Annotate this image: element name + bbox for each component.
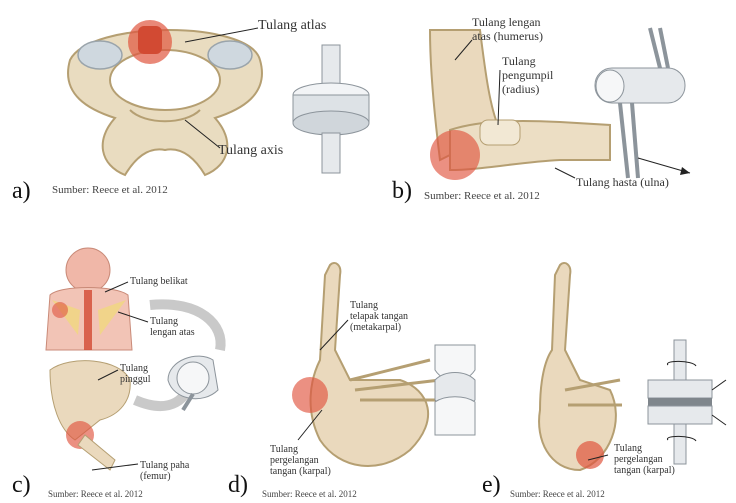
label-pinggul-1: Tulang	[120, 363, 148, 374]
label-karpal-d-1: Tulang	[270, 444, 298, 455]
label-tulang-axis: Tulang axis	[218, 144, 283, 157]
panel-a: Tulang atlas Tulang axis a) Sumber: Reec…	[0, 0, 360, 215]
label-humerus-1: Tulang lengan	[472, 16, 541, 29]
label-karpal-d-3: tangan (karpal)	[270, 466, 331, 477]
panel-c: Tulang belikat Tulang lengan atas Tulang…	[0, 240, 250, 503]
panel-letter-e: e)	[482, 472, 501, 499]
label-ulna: Tulang hasta (ulna)	[576, 176, 669, 189]
label-karpal-e-2: pergelangan	[614, 454, 663, 465]
label-metakarpal-3: (metakarpal)	[350, 322, 401, 333]
label-radius-2: pengumpil	[502, 69, 553, 82]
source-e: Sumber: Reece et al. 2012	[510, 489, 605, 499]
label-karpal-e-3: tangan (karpal)	[614, 465, 675, 476]
label-belikat: Tulang belikat	[130, 276, 188, 287]
label-metakarpal-1: Tulang	[350, 300, 378, 311]
label-radius-3: (radius)	[502, 83, 539, 96]
source-b: Sumber: Reece et al. 2012	[424, 190, 540, 202]
label-metakarpal-2: telapak tangan	[350, 311, 408, 322]
panel-letter-c: c)	[12, 472, 31, 499]
panel-letter-d: d)	[228, 472, 248, 499]
source-c: Sumber: Reece et al. 2012	[48, 489, 143, 499]
panel-e: Tulang pergelangan tangan (karpal) e) Su…	[480, 240, 736, 503]
label-karpal-e-1: Tulang	[614, 443, 642, 454]
pointer-lines-b	[380, 0, 736, 215]
label-karpal-d-2: pergelangan	[270, 455, 319, 466]
label-radius-1: Tulang	[502, 55, 536, 68]
source-a: Sumber: Reece et al. 2012	[52, 184, 168, 196]
panel-letter-b: b)	[392, 178, 412, 205]
label-pinggul-2: pinggul	[120, 374, 151, 385]
panel-letter-a: a)	[12, 178, 31, 205]
label-femur-1: Tulang paha	[140, 460, 189, 471]
label-humerus-2: atas (humerus)	[472, 30, 543, 43]
label-femur-2: (femur)	[140, 471, 171, 482]
label-lengan-1: Tulang	[150, 316, 178, 327]
label-tulang-atlas: Tulang atlas	[258, 19, 326, 32]
panel-b: Tulang lengan atas (humerus) Tulang peng…	[380, 0, 736, 215]
label-lengan-2: lengan atas	[150, 327, 195, 338]
panel-d: Tulang telapak tangan (metakarpal) Tulan…	[240, 240, 500, 503]
source-d: Sumber: Reece et al. 2012	[262, 489, 357, 499]
pointer-lines-e	[480, 240, 736, 503]
